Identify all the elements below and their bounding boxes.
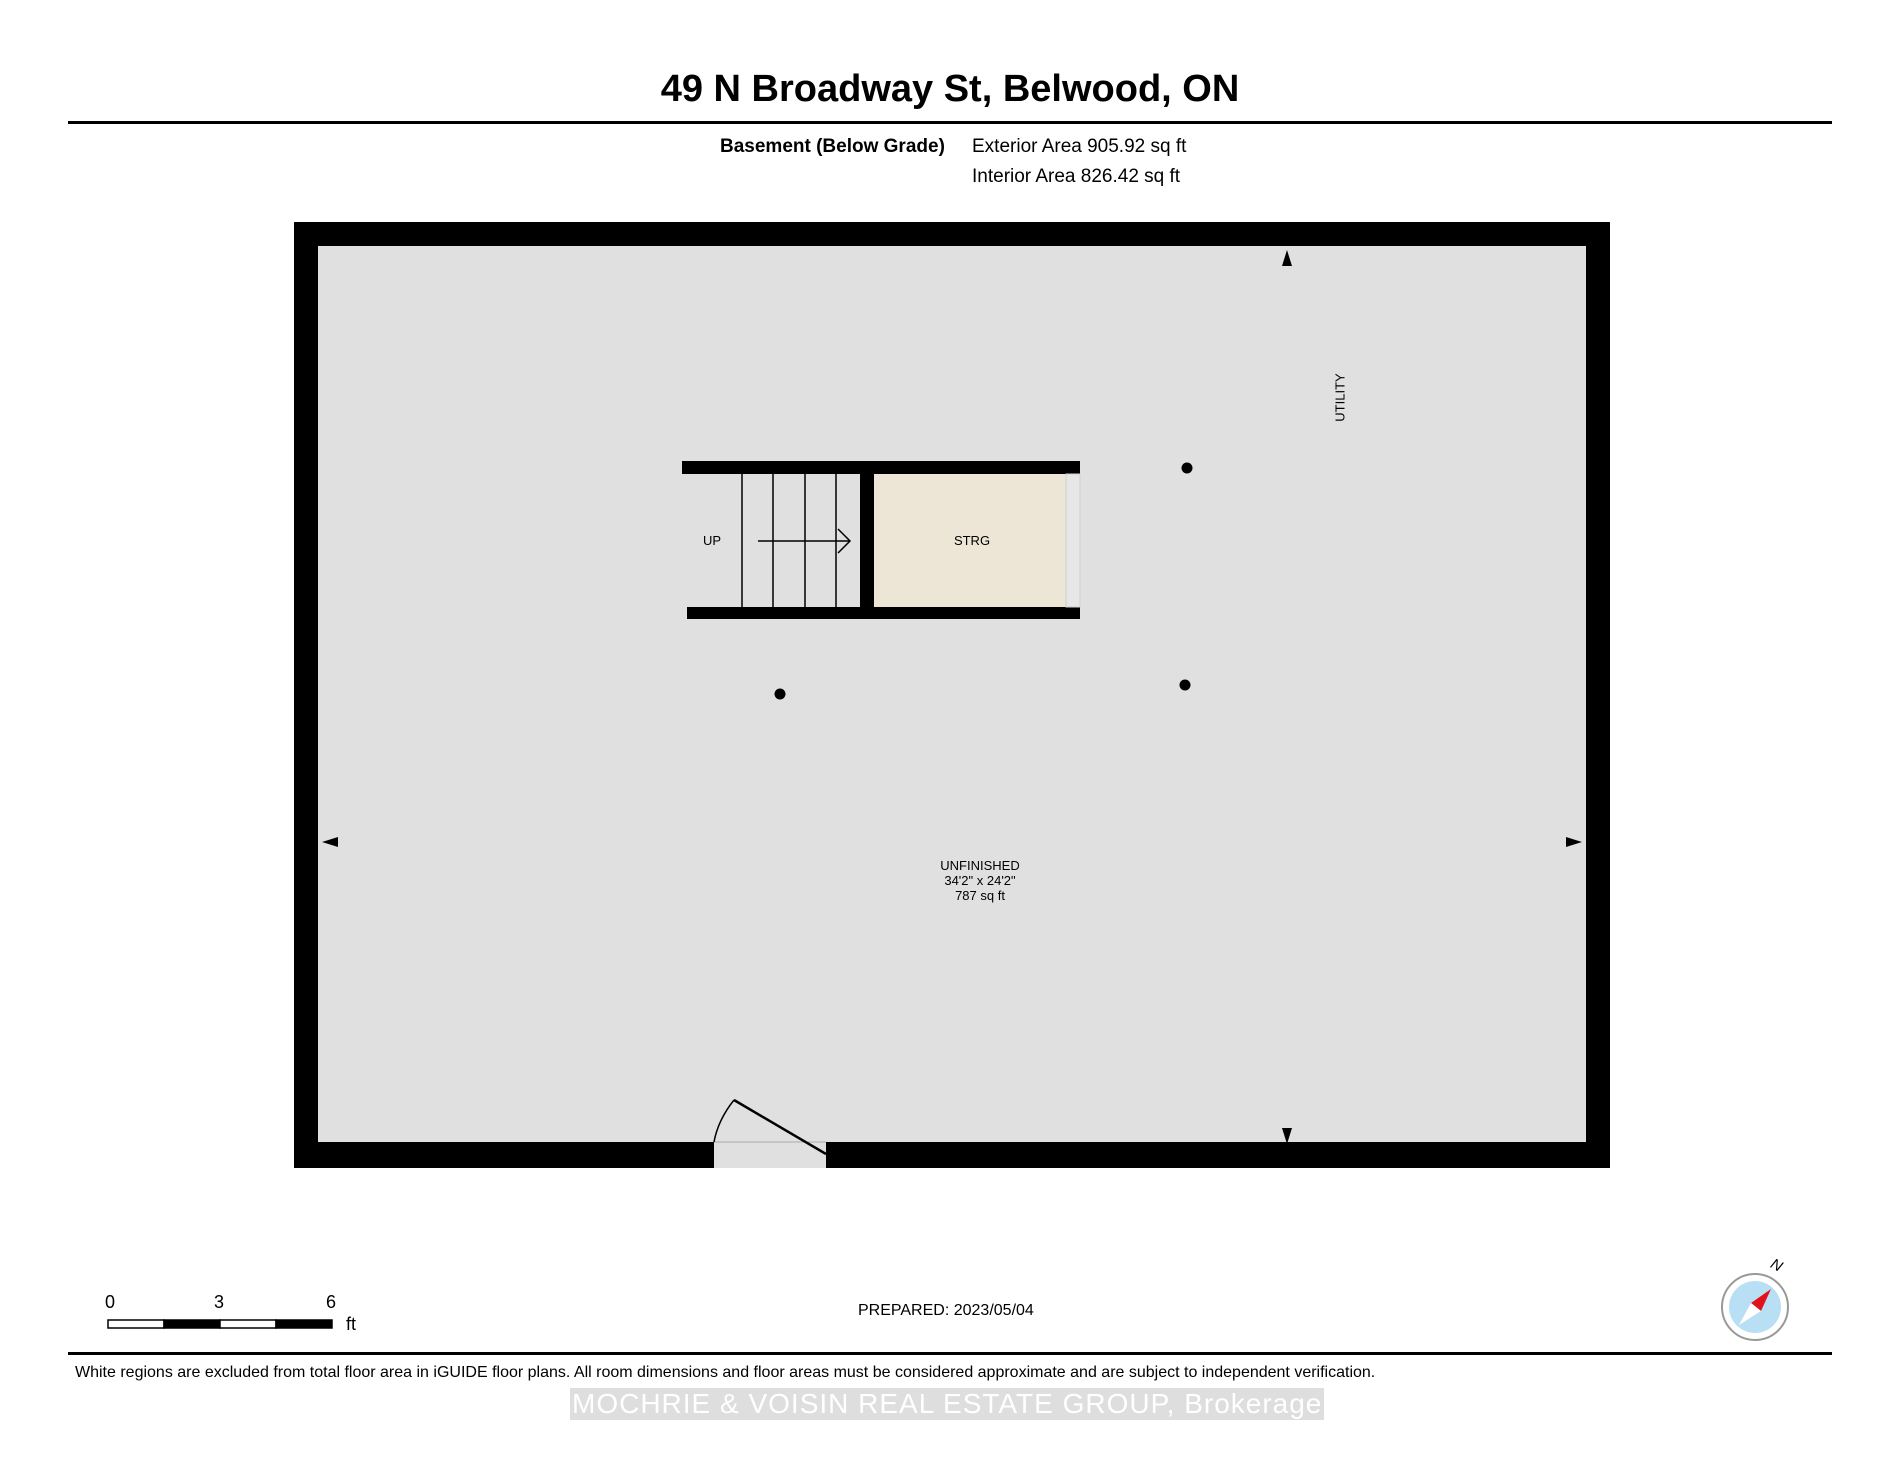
storage-label: STRG	[953, 533, 991, 548]
room-dimensions: 34'2" x 24'2"	[944, 873, 1016, 888]
stair-wall-bottom	[687, 607, 1080, 619]
dim-arrow-top	[1282, 250, 1292, 266]
stair-divider-wall	[860, 470, 874, 613]
support-column	[1181, 462, 1193, 474]
storage-door	[1065, 473, 1081, 608]
room-area: 787 sq ft	[955, 888, 1005, 903]
door-opening	[714, 1142, 826, 1168]
dim-arrow-right	[1566, 837, 1582, 847]
scale-unit: ft	[346, 1314, 357, 1334]
north-compass: N	[1715, 1245, 1805, 1350]
stairs-up-label: UP	[702, 533, 722, 548]
stair-wall-top	[682, 461, 1080, 474]
dim-arrow-left	[322, 837, 338, 847]
header-divider	[68, 121, 1832, 124]
support-column	[1179, 679, 1191, 691]
exterior-area: Exterior Area 905.92 sq ft	[972, 136, 1187, 157]
disclaimer-text: White regions are excluded from total fl…	[75, 1364, 1376, 1381]
storage-floor	[874, 474, 1066, 607]
floor-label: Basement (Below Grade)	[720, 136, 945, 157]
footer-divider	[68, 1352, 1832, 1355]
scale-bar: 0 3 6 ft	[100, 1280, 400, 1334]
support-column	[774, 688, 786, 700]
scale-tick-6: 6	[326, 1292, 337, 1312]
prepared-date: PREPARED: 2023/05/04	[858, 1302, 1034, 1319]
door-swing-arc	[713, 1099, 735, 1143]
room-name: UNFINISHED	[940, 858, 1020, 873]
utility-label: UTILITY	[1332, 373, 1348, 422]
stair-up-arrow	[758, 528, 852, 554]
door-leaf	[733, 1098, 827, 1156]
interior-area: Interior Area 826.42 sq ft	[972, 166, 1181, 187]
unfinished-room-label: UNFINISHED 34'2" x 24'2" 787 sq ft	[880, 858, 1080, 903]
dim-arrow-bottom	[1282, 1128, 1292, 1144]
brokerage-watermark: MOCHRIE & VOISIN REAL ESTATE GROUP, Brok…	[570, 1388, 1325, 1420]
scale-tick-3: 3	[214, 1292, 225, 1312]
unfinished-floor	[318, 246, 1586, 1142]
page-title: 49 N Broadway St, Belwood, ON	[660, 68, 1240, 110]
scale-tick-0: 0	[105, 1292, 116, 1312]
